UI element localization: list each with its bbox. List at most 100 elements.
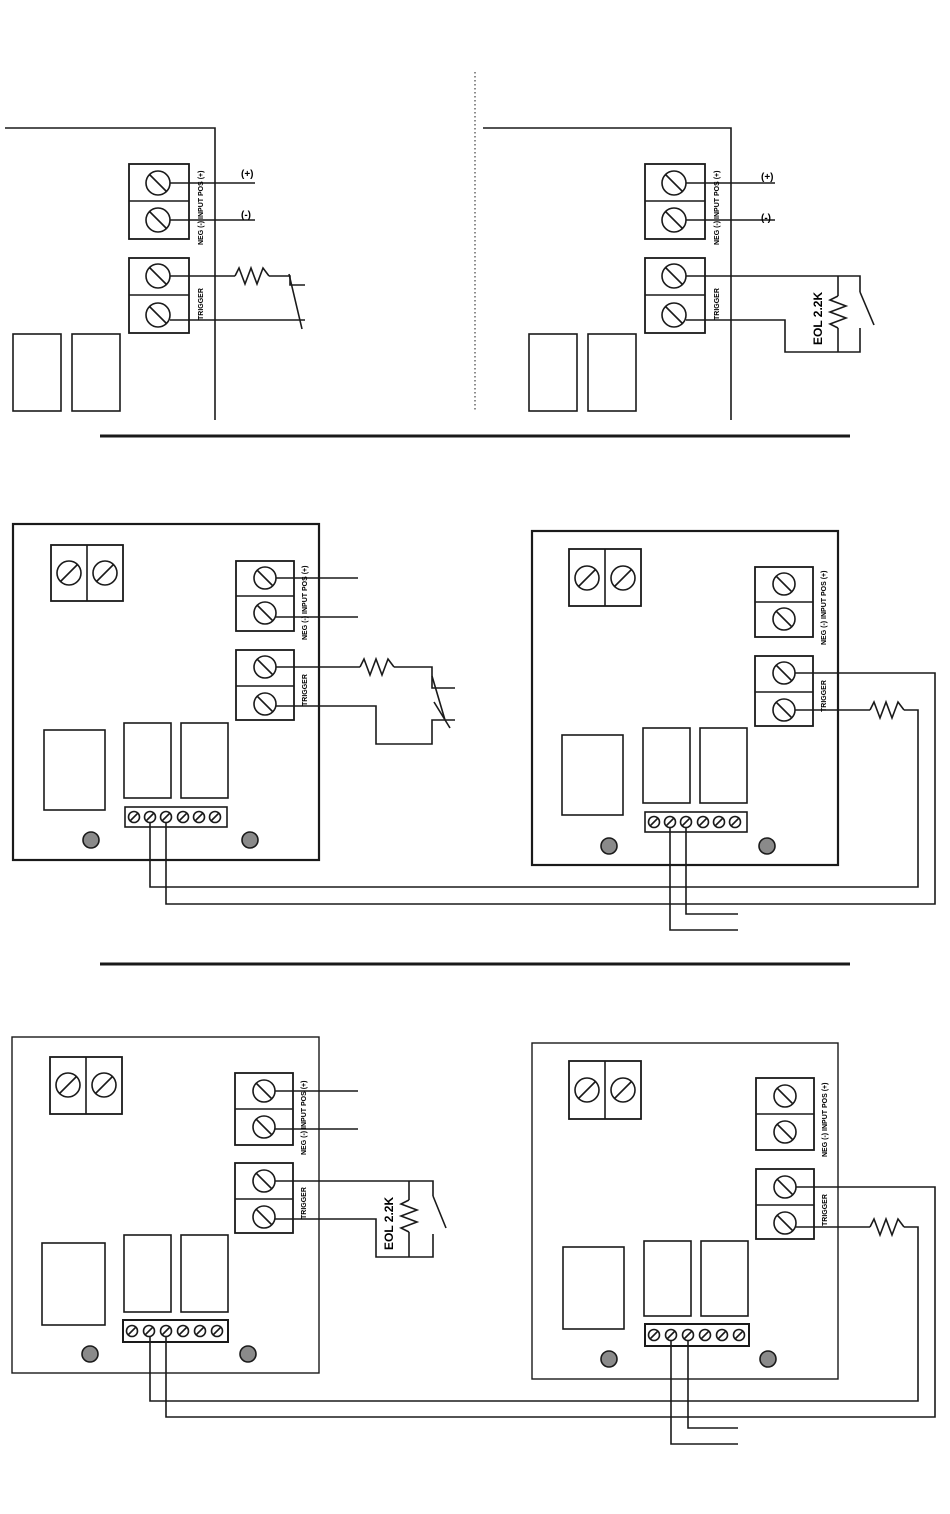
screw-terminal-icon (734, 1330, 745, 1341)
screw-terminal-icon (144, 1326, 155, 1337)
screw-terminal-icon (714, 817, 725, 828)
positive-label: (+) (241, 169, 254, 180)
screw-terminal-icon (773, 699, 795, 721)
negative-label: (-) (761, 213, 771, 224)
relay (13, 334, 61, 411)
positive-label: (+) (761, 172, 774, 183)
normally-open-switch-icon (434, 702, 450, 728)
screw-terminal-icon (146, 208, 170, 232)
relay (124, 1235, 171, 1312)
led-indicator-icon (760, 1351, 776, 1367)
board-outline (483, 128, 731, 420)
section-2-right-board (150, 531, 935, 930)
relay (563, 1247, 624, 1329)
screw-terminal-icon (698, 817, 709, 828)
screw-terminal-icon (773, 608, 795, 630)
screw-terminal-icon (681, 817, 692, 828)
screw-terminal-icon (253, 1206, 275, 1228)
terminal-input-label: NEG (-) INPUT POS (+) (198, 171, 205, 245)
relay (44, 730, 105, 810)
screw-terminal-icon (254, 656, 276, 678)
screw-terminal-icon (774, 1121, 796, 1143)
resistor-zigzag-icon (830, 296, 846, 328)
screw-terminal-icon (253, 1170, 275, 1192)
screw-terminal-icon (253, 1116, 275, 1138)
screw-terminal-icon (774, 1176, 796, 1198)
screw-terminal-icon (195, 1326, 206, 1337)
relay (124, 723, 171, 798)
screw-terminal-icon (700, 1330, 711, 1341)
normally-open-switch-icon (432, 676, 445, 720)
normally-open-switch-icon (860, 292, 874, 325)
relay (72, 334, 120, 411)
terminal-trigger-label: TRIGGER (301, 1187, 308, 1219)
screw-terminal-icon (92, 1073, 116, 1097)
terminal-trigger-label: TRIGGER (714, 288, 721, 320)
eol-resistor-label: EOL 2.2K (811, 292, 825, 345)
terminal-input-label: NEG (-) INPUT POS (+) (302, 566, 309, 640)
screw-terminal-icon (254, 693, 276, 715)
screw-terminal-icon (194, 812, 205, 823)
led-indicator-icon (601, 838, 617, 854)
section-2-left-board (13, 524, 455, 860)
screw-terminal-icon (717, 1330, 728, 1341)
screw-terminal-icon (253, 1080, 275, 1102)
screw-terminal-icon (611, 1078, 635, 1102)
section-3-right-board (150, 1043, 935, 1444)
screw-terminal-icon (210, 812, 221, 823)
relay (700, 728, 747, 803)
screw-terminal-icon (575, 566, 599, 590)
section-3-left-board (12, 1037, 446, 1373)
section-1-right (483, 128, 874, 420)
output-terminal-strip (125, 807, 227, 827)
screw-terminal-icon (730, 817, 741, 828)
relay (181, 723, 228, 798)
section-1-left (5, 128, 305, 420)
screw-terminal-icon (683, 1330, 694, 1341)
relay (644, 1241, 691, 1316)
resistor-zigzag-icon (401, 1200, 417, 1232)
relay (588, 334, 636, 411)
screw-terminal-icon (56, 1073, 80, 1097)
screw-terminal-icon (254, 602, 276, 624)
resistor-zigzag-icon (870, 702, 904, 718)
led-indicator-icon (601, 1351, 617, 1367)
screw-terminal-icon (665, 817, 676, 828)
negative-label: (-) (241, 210, 251, 221)
terminal-trigger-label: TRIGGER (822, 1194, 829, 1226)
screw-terminal-icon (146, 303, 170, 327)
led-indicator-icon (242, 832, 258, 848)
screw-terminal-icon (145, 812, 156, 823)
screw-terminal-icon (146, 171, 170, 195)
led-indicator-icon (83, 832, 99, 848)
screw-terminal-icon (662, 208, 686, 232)
led-indicator-icon (759, 838, 775, 854)
screw-terminal-icon (127, 1326, 138, 1337)
screw-terminal-icon (662, 264, 686, 288)
board-outline (5, 128, 215, 420)
terminal-input-label: NEG (-) INPUT POS (+) (821, 571, 828, 645)
screw-terminal-icon (129, 812, 140, 823)
relay (562, 735, 623, 815)
screw-terminal-icon (178, 1326, 189, 1337)
led-indicator-icon (240, 1346, 256, 1362)
trigger-terminal-block (756, 1169, 814, 1239)
board-outline (12, 1037, 319, 1373)
screw-terminal-icon (212, 1326, 223, 1337)
screw-terminal-icon (773, 573, 795, 595)
screw-terminal-icon (649, 1330, 660, 1341)
eol-resistor-label: EOL 2.2K (382, 1197, 396, 1250)
terminal-trigger-label: TRIGGER (198, 288, 205, 320)
relay (529, 334, 577, 411)
screw-terminal-icon (774, 1212, 796, 1234)
relay (701, 1241, 748, 1316)
resistor-zigzag-icon (235, 268, 269, 284)
screw-terminal-icon (93, 561, 117, 585)
screw-terminal-icon (611, 566, 635, 590)
resistor-zigzag-icon (870, 1219, 904, 1235)
resistor-zigzag-icon (360, 659, 394, 675)
screw-terminal-icon (161, 812, 172, 823)
screw-terminal-icon (662, 303, 686, 327)
screw-terminal-icon (161, 1326, 172, 1337)
